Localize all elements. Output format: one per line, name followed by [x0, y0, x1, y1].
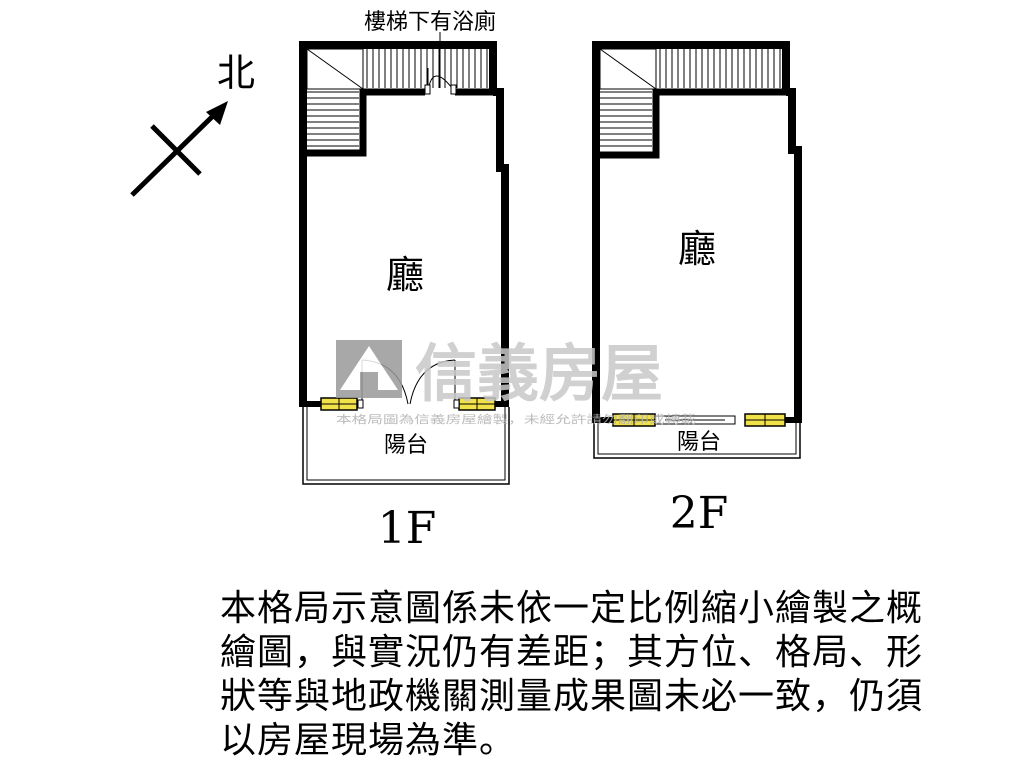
- exterior-wall-right-2f: [786, 88, 802, 420]
- balcony-inner-outline-2f: [597, 423, 797, 455]
- watermark-notice: 本格局圖為信義房屋繪製，未經允許請勿翻印或轉載: [336, 412, 696, 426]
- watermark-brand: 信義房屋: [415, 337, 663, 410]
- window-right-2f: [744, 413, 786, 427]
- interior-wall-2f: [596, 88, 786, 159]
- balcony-label-2f: 陽台: [677, 430, 721, 455]
- exterior-wall-right-1f: [493, 88, 509, 404]
- balcony-label-1f: 陽台: [384, 433, 428, 458]
- balcony-inner-outline-1f: [306, 407, 506, 481]
- floor-plan-2f: 廳 陽台 2F: [592, 41, 802, 539]
- sliding-door-2f: [654, 415, 736, 425]
- balcony-outline-2f: [593, 423, 801, 459]
- north-label: 北: [217, 51, 255, 95]
- window-left-1f: [320, 397, 358, 411]
- disclaimer-line-4: 以房屋現場為準。: [220, 720, 517, 761]
- stair-note-label: 樓梯下有浴廁: [364, 10, 496, 35]
- exterior-wall-2f: [592, 41, 790, 420]
- floor-plan-1f: 樓梯下有浴廁: [299, 10, 510, 554]
- room-label-2f: 廳: [678, 227, 716, 271]
- room-label-1f: 廳: [386, 253, 424, 297]
- floor-label-2f: 2F: [670, 488, 729, 539]
- brand-logo-icon: [336, 340, 402, 398]
- balcony-outline-1f: [302, 407, 510, 485]
- compass-arrow-shaft: [130, 111, 218, 197]
- disclaimer-line-1: 本格局示意圖係未依一定比例縮小繪製之概: [220, 588, 924, 629]
- disclaimer-line-3: 狀等與地政機關測量成果圖未必一致，仍須: [220, 676, 924, 717]
- interior-wall-1f: [303, 88, 425, 157]
- compass-cross-line: [150, 124, 202, 176]
- stair-landing-2f: [599, 48, 657, 90]
- watermark: 信義房屋 本格局圖為信義房屋繪製，未經允許請勿翻印或轉載: [336, 337, 696, 426]
- stair-run-vertical-2f: [600, 91, 652, 147]
- exterior-wall-1f: [299, 41, 497, 404]
- compass: 北: [130, 51, 255, 197]
- stair-run-horizontal-1f: [366, 49, 488, 88]
- stair-run-horizontal-2f: [659, 49, 781, 88]
- north-arrow-icon: [206, 101, 228, 125]
- bathroom-door-1f: [424, 68, 457, 95]
- stair-run-vertical-1f: [307, 91, 359, 147]
- disclaimer-line-2: 繪圖，與實況仍有差距；其方位、格局、形: [220, 632, 924, 673]
- floor-label-1f: 1F: [378, 503, 437, 554]
- stair-landing-1f: [306, 48, 364, 90]
